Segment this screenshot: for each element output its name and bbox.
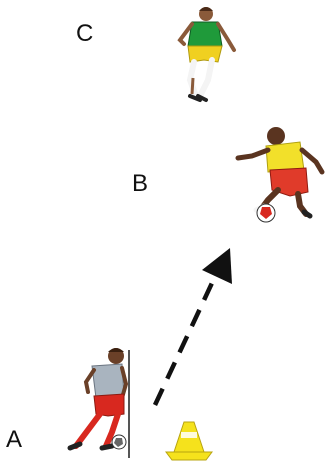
player-c-icon: [180, 7, 234, 100]
ball-icon: [257, 204, 275, 222]
training-cone-icon: [166, 422, 212, 460]
dashed-pass-arrow-icon: [155, 248, 232, 405]
player-b-icon: [238, 127, 322, 216]
player-a-icon: [70, 348, 129, 458]
